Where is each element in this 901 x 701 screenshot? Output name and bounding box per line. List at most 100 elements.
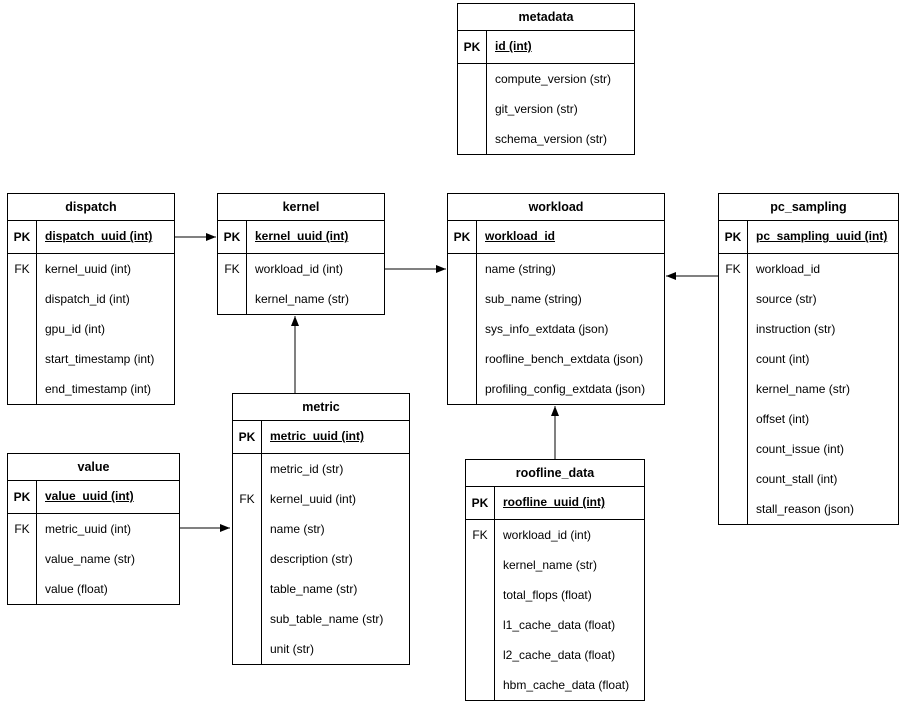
key-column: FK bbox=[719, 254, 748, 524]
key-column: FK bbox=[466, 520, 495, 700]
table-column: unit (str) bbox=[270, 642, 315, 656]
key-cell-empty bbox=[719, 494, 747, 524]
key-cell-empty bbox=[458, 124, 486, 154]
key-cell-empty bbox=[719, 404, 747, 434]
table-column: value (float) bbox=[45, 582, 108, 596]
table-column: compute_version (str) bbox=[495, 72, 612, 86]
pk-badge: PK bbox=[8, 481, 37, 513]
table-column: kernel_uuid (int) bbox=[270, 492, 357, 506]
fk-badge: FK bbox=[472, 528, 488, 542]
field-column: metric_id (str)kernel_uuid (int)name (st… bbox=[262, 454, 409, 664]
table-column: table_name (str) bbox=[270, 582, 358, 596]
key-cell-empty bbox=[8, 544, 36, 574]
table-column: hbm_cache_data (float) bbox=[503, 678, 630, 692]
table-column: source (str) bbox=[756, 292, 817, 306]
key-cell-empty bbox=[8, 574, 36, 604]
table-column: dispatch_id (int) bbox=[45, 292, 130, 306]
field-column: metric_uuid (int) value_name (str) value (… bbox=[37, 514, 179, 604]
key-cell-empty bbox=[719, 284, 747, 314]
table-title: metric bbox=[233, 394, 409, 421]
table-column: git_version (str) bbox=[495, 102, 578, 116]
table-column: stall_reason (json) bbox=[756, 502, 855, 516]
pk-badge: PK bbox=[233, 421, 262, 453]
key-cell-empty bbox=[466, 550, 494, 580]
pk-badge: PK bbox=[719, 221, 748, 253]
key-cell-empty bbox=[8, 374, 36, 404]
table-column: count_issue (int) bbox=[756, 442, 845, 456]
key-cell-empty bbox=[233, 574, 261, 604]
key-cell-empty bbox=[448, 254, 476, 284]
table-column: roofline_bench_extdata (json) bbox=[485, 352, 644, 366]
key-column bbox=[458, 64, 487, 154]
table-column: workload_id (int) bbox=[255, 262, 344, 276]
table-title: value bbox=[8, 454, 179, 481]
pk-field: workload_id bbox=[485, 229, 556, 244]
key-cell-empty bbox=[233, 604, 261, 634]
key-cell-empty bbox=[448, 344, 476, 374]
key-cell-empty bbox=[448, 314, 476, 344]
table-column: end_timestamp (int) bbox=[45, 382, 152, 396]
table-column: kernel_name (str) bbox=[255, 292, 350, 306]
field-column: compute_version (str) git_version (str) sc… bbox=[487, 64, 634, 154]
key-cell-empty bbox=[233, 544, 261, 574]
key-cell-empty bbox=[458, 64, 486, 94]
key-cell-empty bbox=[8, 284, 36, 314]
table-title: metadata bbox=[458, 4, 634, 31]
table-column: sub_table_name (str) bbox=[270, 612, 384, 626]
table-column: metric_uuid (int) bbox=[45, 522, 132, 536]
table-column: kernel_uuid (int) bbox=[45, 262, 132, 276]
table-column: workload_id (int) bbox=[503, 528, 592, 542]
table-column: name (string) bbox=[485, 262, 556, 276]
key-cell-empty bbox=[719, 464, 747, 494]
key-cell-empty bbox=[466, 640, 494, 670]
table-column: profiling_config_extdata (json) bbox=[485, 382, 646, 396]
table-column: name (str) bbox=[270, 522, 325, 536]
key-cell-empty bbox=[8, 344, 36, 374]
table-column: sub_name (string) bbox=[485, 292, 582, 306]
pk-field: pc_sampling_uuid (int) bbox=[756, 229, 888, 244]
table-title: kernel bbox=[218, 194, 384, 221]
key-cell-empty bbox=[466, 580, 494, 610]
pk-badge: PK bbox=[218, 221, 247, 253]
key-cell-empty bbox=[466, 670, 494, 700]
table-column: instruction (str) bbox=[756, 322, 836, 336]
pk-field: kernel_uuid (int) bbox=[255, 229, 349, 244]
table-column: schema_version (str) bbox=[495, 132, 608, 146]
key-cell-empty bbox=[8, 314, 36, 344]
primary-key-row: PK value_uuid (int) bbox=[8, 481, 179, 514]
key-cell-empty bbox=[218, 284, 246, 314]
pk-field: metric_uuid (int) bbox=[270, 429, 365, 444]
primary-key-row: PK metric_uuid (int) bbox=[233, 421, 409, 454]
pk-field: value_uuid (int) bbox=[45, 489, 134, 504]
field-column: workload_id (int) kernel_name (str) bbox=[247, 254, 384, 314]
key-cell-empty bbox=[466, 610, 494, 640]
key-cell-empty bbox=[719, 434, 747, 464]
key-cell-empty bbox=[719, 374, 747, 404]
table-title: roofline_data bbox=[466, 460, 644, 487]
table-column: description (str) bbox=[270, 552, 353, 566]
key-column bbox=[448, 254, 477, 404]
table-column: start_timestamp (int) bbox=[45, 352, 155, 366]
key-column: FK bbox=[8, 514, 37, 604]
pk-badge: PK bbox=[466, 487, 495, 519]
table-column: total_flops (float) bbox=[503, 588, 592, 602]
pk-field: id (int) bbox=[495, 39, 532, 54]
key-column: FK bbox=[218, 254, 247, 314]
table-title: pc_sampling bbox=[719, 194, 898, 221]
table-column: value_name (str) bbox=[45, 552, 136, 566]
key-cell-empty bbox=[448, 284, 476, 314]
key-column: FK bbox=[8, 254, 37, 404]
